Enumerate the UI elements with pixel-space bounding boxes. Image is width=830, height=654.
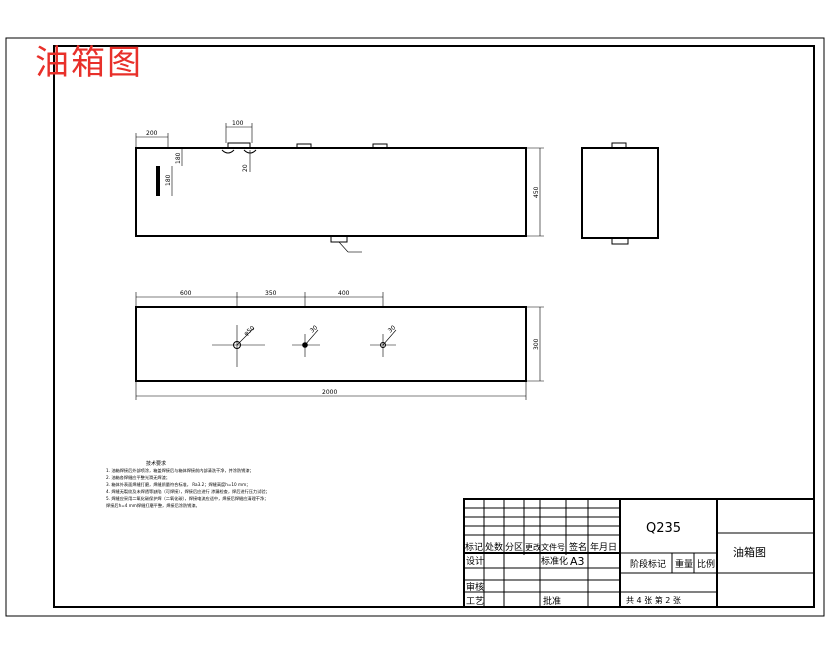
- stage-label: 阶段标记: [630, 558, 666, 570]
- drawing-name-text: 油箱图: [733, 545, 766, 559]
- drain-leader: [338, 241, 349, 253]
- top-view: 600 350 400 2000 300 φ50 30: [135, 290, 544, 400]
- sheet-count: 共 4 张 第 2 张: [626, 595, 681, 605]
- level-gauge: [156, 166, 160, 196]
- notes-line-1: 1. 油箱焊接后外部喷涂，箱盖焊接后与箱体焊接前内部清洗干净，并涂防锈漆；: [106, 467, 254, 474]
- dim-text-hole1: φ50: [243, 325, 257, 338]
- dim-text-20: 20: [242, 164, 249, 172]
- side-bottom-port: [611, 237, 629, 245]
- dim-text-100: 100: [232, 120, 244, 127]
- hole-3: 30: [370, 324, 397, 357]
- notes-line-4: 4. 焊缝无裂纹及未焊透等缺陷（可焊接），焊接后应进行 渗漏检查，焊后进行压力试…: [106, 488, 270, 495]
- title-block: Q235 油箱图 标记 处数 分区 更改文件号 签名 年月日 设计 标准化 A3…: [463, 498, 815, 608]
- header-cell-4: 更改文件号: [525, 542, 565, 552]
- fill-flange-curve: [221, 149, 257, 154]
- dim-text-350: 350: [265, 290, 277, 297]
- material-text: Q235: [646, 521, 681, 536]
- fill-flange: [227, 142, 251, 149]
- notes-line-6: 焊接后h=4 mm焊缝打磨平整，焊接后涂防锈漆。: [106, 502, 200, 509]
- dim-text-200: 200: [146, 130, 158, 137]
- approve-label: 批准: [543, 595, 561, 607]
- header-cell-3: 分区: [505, 542, 523, 553]
- dim-text-300: 300: [533, 338, 540, 350]
- front-view: 200 100 20 180 180 450: [135, 120, 544, 253]
- hole-1: φ50: [212, 325, 265, 367]
- top-port-2: [372, 143, 388, 149]
- sheet-size: A3: [570, 555, 585, 568]
- header-cell-6: 年月日: [590, 541, 617, 553]
- side-view: [581, 142, 659, 245]
- header-cell-2: 处数: [485, 541, 503, 553]
- top-port-1: [296, 143, 312, 149]
- dim-text-2000: 2000: [322, 389, 337, 396]
- dim-text-450: 450: [533, 186, 540, 198]
- hole-2: 30: [292, 324, 320, 357]
- dim-text-180-upper: 180: [175, 152, 182, 164]
- process-label: 工艺: [466, 596, 484, 607]
- dim-text-180-lower: 180: [165, 174, 172, 186]
- design-label: 设计: [466, 555, 484, 567]
- notes-line-2: 2. 油箱各焊缝应平整光滑无焊渣；: [106, 474, 170, 481]
- notes-heading: 技术要求: [146, 460, 166, 467]
- header-cell-5: 签名: [569, 541, 587, 553]
- side-view-body: [581, 147, 659, 239]
- paper-border: [5, 37, 825, 617]
- red-title: 油箱图: [35, 43, 143, 83]
- side-top-port: [611, 142, 627, 149]
- weight-label: 重量: [675, 558, 693, 570]
- header-cell-1: 标记: [465, 541, 483, 553]
- notes-line-3: 3. 箱体外表面焊缝打磨，焊缝质量符合标准， Ra3.2；焊缝高度h=10 mm…: [106, 481, 250, 488]
- dim-text-hole3: 30: [387, 324, 397, 334]
- dim-text-400: 400: [338, 290, 350, 297]
- technical-notes: 技术要求 1. 油箱焊接后外部喷涂，箱盖焊接后与箱体焊接前内部清洗干净，并涂防锈…: [106, 460, 270, 509]
- top-view-body: [135, 306, 527, 382]
- front-view-body: [135, 147, 527, 237]
- scale-label: 比例: [697, 558, 715, 570]
- notes-line-5: 5. 焊缝应采用二氧化碳保护焊（二氧化碳），焊接电流应适中，焊接后焊缝应清理干净…: [106, 495, 268, 502]
- drawing-frame: [53, 45, 815, 608]
- dim-text-600: 600: [180, 290, 192, 297]
- std-label: 标准化: [541, 555, 568, 567]
- check-label: 审核: [466, 581, 484, 593]
- dim-text-hole2: 30: [309, 324, 319, 334]
